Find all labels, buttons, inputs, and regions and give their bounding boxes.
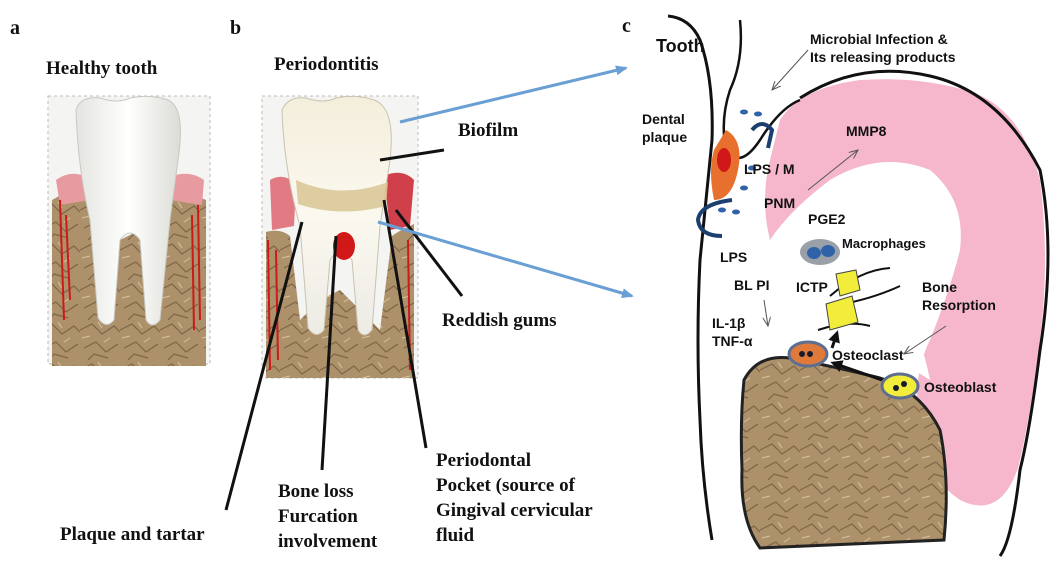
- label-pnm: PNM: [764, 195, 795, 211]
- periodontitis-tooth-illustration: [262, 96, 418, 378]
- healthy-bone-base: [52, 320, 206, 366]
- label-osteoblast: Osteoblast: [924, 379, 997, 395]
- osteoblast-cell: [882, 374, 918, 398]
- label-lps: LPS: [720, 249, 747, 265]
- osteoblast-nucleus-2: [901, 381, 907, 387]
- macrophage-nucleus-1: [807, 247, 821, 259]
- label-bone-loss: Bone loss Furcation involvement: [278, 481, 378, 552]
- label-plaque-tartar: Plaque and tartar: [60, 524, 205, 545]
- label-microbial-2: Its releasing products: [810, 49, 956, 65]
- bl-pi-pointer: [764, 300, 768, 326]
- healthy-tooth-illustration: [48, 96, 210, 366]
- label-bone-1: Bone: [922, 279, 957, 295]
- label-microbial-1: Microbial Infection &: [810, 31, 948, 47]
- label-periodontal-pocket: Periodontal Pocket (source of Gingival c…: [436, 450, 593, 546]
- label-dental-1: Dental: [642, 111, 685, 127]
- panel-c: c: [622, 15, 1048, 556]
- label-il1b: IL-1β: [712, 315, 746, 331]
- label-mmp8: MMP8: [846, 123, 887, 139]
- label-biofilm: Biofilm: [458, 120, 518, 141]
- panel-a: a Healthy tooth: [10, 17, 210, 366]
- panel-c-letter: c: [622, 15, 631, 37]
- svg-text:Bone loss: Bone loss: [278, 481, 354, 502]
- svg-text:Gingival cervicular: Gingival cervicular: [436, 500, 593, 521]
- svg-text:Pocket (source of: Pocket (source of: [436, 475, 576, 496]
- label-reddish-gums: Reddish gums: [442, 310, 557, 331]
- label-bl-pi: BL PI: [734, 277, 770, 293]
- label-osteoclast: Osteoclast: [832, 347, 904, 363]
- plaque-core: [717, 148, 731, 172]
- label-tnfa: TNF-α: [712, 333, 753, 349]
- label-dental-2: plaque: [642, 129, 687, 145]
- panel-a-title: Healthy tooth: [46, 58, 158, 79]
- label-pge2: PGE2: [808, 211, 846, 227]
- macrophage-nucleus-2: [821, 245, 835, 257]
- panel-b-title: Periodontitis: [274, 54, 379, 75]
- osteoclast-nucleus-1: [799, 351, 805, 357]
- label-tooth: Tooth: [656, 36, 705, 56]
- label-bone-2: Resorption: [922, 297, 996, 313]
- zoom-arrow-top: [400, 68, 626, 122]
- panel-b-letter: b: [230, 17, 241, 39]
- microbial-pointer: [772, 50, 808, 90]
- tooth-outline: [668, 16, 712, 540]
- svg-text:Furcation: Furcation: [278, 506, 358, 527]
- osteoblast-nucleus-1: [893, 385, 899, 391]
- label-lps-m: LPS / M: [744, 161, 795, 177]
- svg-text:involvement: involvement: [278, 531, 378, 552]
- label-macrophages: Macrophages: [842, 236, 926, 251]
- osteoclast-nucleus-2: [807, 351, 813, 357]
- svg-text:fluid: fluid: [436, 525, 474, 546]
- panel-a-letter: a: [10, 17, 20, 39]
- svg-text:Periodontal: Periodontal: [436, 450, 531, 471]
- label-ictp: ICTP: [796, 279, 828, 295]
